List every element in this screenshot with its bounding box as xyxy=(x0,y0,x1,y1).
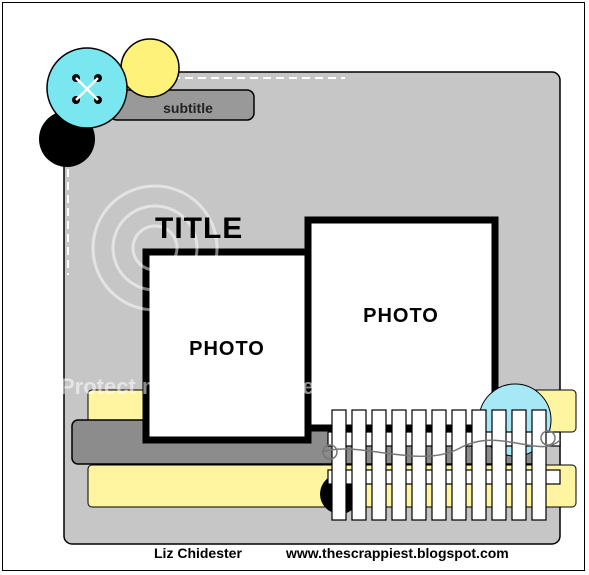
twine-knot-right xyxy=(540,430,556,446)
photo-right-label: PHOTO xyxy=(363,305,439,327)
photo-left-box xyxy=(142,248,312,444)
subtitle-label: subtitle xyxy=(163,100,213,116)
title-label: TITLE xyxy=(155,212,244,245)
twine-knot-left xyxy=(322,444,338,460)
twine-line xyxy=(321,439,561,458)
author-credit: Liz Chidester xyxy=(154,545,242,561)
yellow-button xyxy=(120,38,180,98)
button-thread-icon xyxy=(75,77,99,101)
photo-left-label: PHOTO xyxy=(189,338,265,360)
watermark-circle xyxy=(91,184,219,312)
blog-credit: www.thescrappiest.blogspot.com xyxy=(286,545,509,561)
picket-fence xyxy=(327,409,561,521)
